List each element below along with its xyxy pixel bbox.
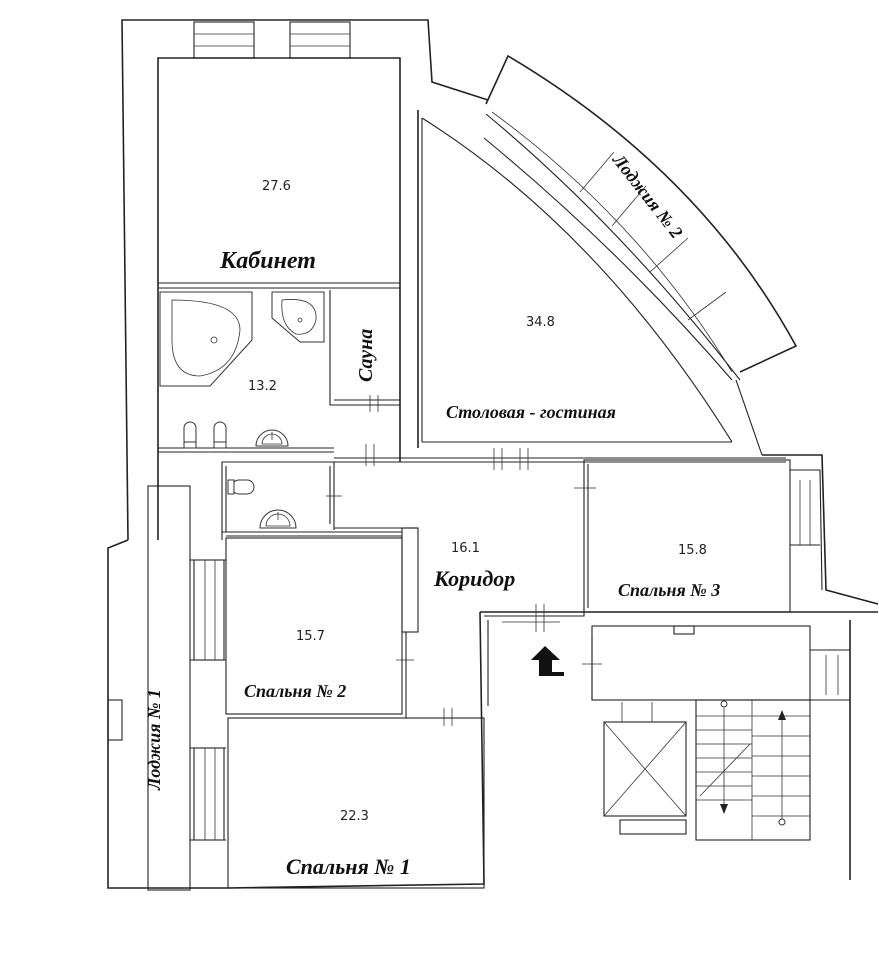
staircase-icon <box>695 699 811 841</box>
corner-bath-icon <box>159 291 253 387</box>
elevator-icon <box>603 702 687 835</box>
area-bathroom: 13.2 <box>248 379 277 394</box>
label-bedroom1: Спальня № 1 <box>286 854 411 879</box>
label-living: Столовая - гостиная <box>446 402 616 422</box>
bidet-icon <box>213 421 227 449</box>
toilet-icon <box>183 421 197 449</box>
area-living: 34.8 <box>526 315 555 330</box>
label-bedroom2: Спальня № 2 <box>244 681 346 701</box>
area-cabinet: 27.6 <box>262 179 291 194</box>
label-loggia2: Лоджия № 2 <box>608 149 687 242</box>
entrance-arrow-icon <box>531 646 564 676</box>
label-sauna: Сауна <box>355 329 377 382</box>
walls <box>107 19 879 891</box>
label-loggia1: Лоджия № 1 <box>144 689 164 791</box>
corner-basin-icon <box>271 291 325 343</box>
area-bedroom2: 15.7 <box>296 629 325 644</box>
sink-icon <box>255 429 289 447</box>
wc-sink-icon <box>259 509 297 529</box>
wc-toilet-icon <box>227 479 255 495</box>
label-bedroom3: Спальня № 3 <box>618 580 720 600</box>
label-cabinet: Кабинет <box>219 248 316 274</box>
area-bedroom3: 15.8 <box>678 543 707 558</box>
area-corridor: 16.1 <box>451 541 480 556</box>
windows <box>193 21 839 841</box>
area-bedroom1: 22.3 <box>340 809 369 824</box>
door-markers <box>326 395 602 726</box>
label-corridor: Коридор <box>433 566 515 591</box>
